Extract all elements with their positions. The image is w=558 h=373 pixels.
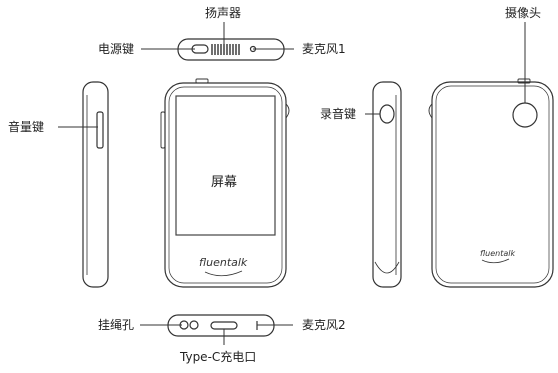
record-key-label: 录音键 [320, 107, 357, 121]
side-button-hint [160, 111, 166, 149]
volume-button [96, 111, 104, 149]
top-notch [195, 78, 209, 84]
screen-label: 屏幕 [211, 175, 238, 190]
front-body [164, 82, 287, 288]
camera-lens [512, 102, 538, 128]
front-logo: fluentalk [199, 256, 248, 269]
screen [175, 95, 276, 236]
camera-label: 摄像头 [505, 6, 542, 20]
mic2-label: 麦克风2 [302, 318, 346, 332]
back-view [428, 22, 554, 288]
bottom-view [140, 314, 293, 345]
top-view [141, 22, 294, 61]
back-inner-edge [435, 85, 550, 284]
left-side-body [82, 81, 109, 288]
right-side-body [372, 81, 402, 288]
lanyard-hole-right [189, 320, 199, 330]
back-body [431, 81, 554, 288]
back-top-notch [517, 78, 531, 84]
speaker-grille [211, 44, 240, 55]
back-logo: fluentalk [480, 249, 516, 258]
record-button [379, 104, 395, 124]
mic1-label: 麦克风1 [302, 42, 346, 56]
front-inner-edge [168, 86, 283, 284]
right-side-view [365, 81, 402, 288]
right-side-bottom-curve [374, 261, 400, 274]
back-side-hint [428, 103, 433, 119]
power-key-label: 电源键 [98, 42, 135, 56]
volume-key-label: 音量键 [8, 120, 45, 134]
left-side-view [58, 81, 109, 288]
lanyard-hole-label: 挂绳孔 [98, 318, 135, 332]
front-view [160, 78, 290, 288]
logo-swoosh-front [204, 270, 243, 277]
speaker-label: 扬声器 [205, 6, 242, 20]
usb-c-label: Type-C充电口 [180, 350, 257, 364]
usb-c-port [210, 321, 238, 330]
logo-swoosh-back [481, 258, 510, 264]
right-button-hint [285, 103, 290, 119]
